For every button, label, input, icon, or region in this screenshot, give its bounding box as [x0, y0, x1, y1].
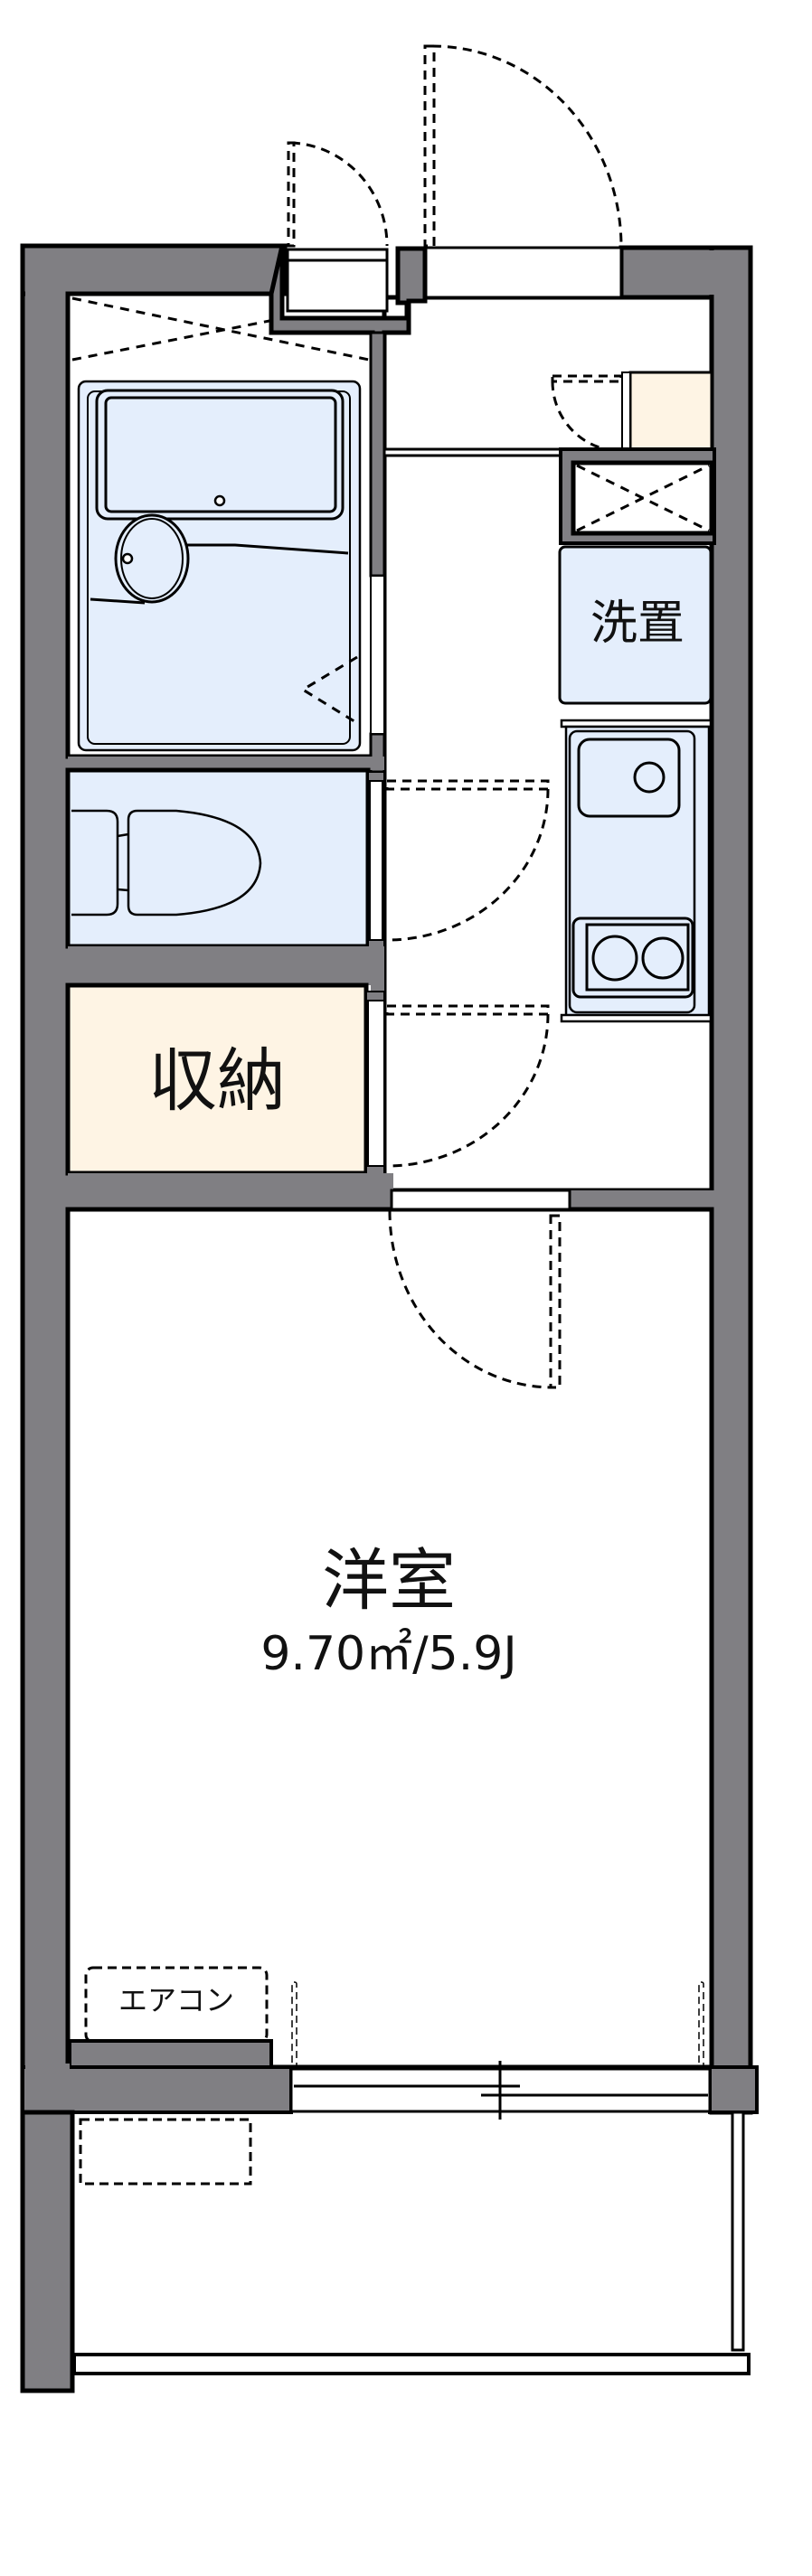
western-room-area: 9.70㎡/5.9J — [260, 1627, 517, 1681]
toilet-door-swing — [385, 779, 550, 942]
entrance-door-swing — [287, 44, 623, 248]
storage-door-swing — [385, 1004, 550, 1168]
washer-space-label: 洗置 — [590, 597, 685, 651]
western-room — [65, 1189, 714, 2080]
room-door-swing — [388, 1210, 562, 1389]
sink-icon — [577, 738, 681, 818]
washer-space — [558, 545, 713, 705]
pipe-shaft — [559, 447, 716, 545]
unit-bath-icon — [77, 380, 362, 752]
stove-icon — [571, 917, 694, 999]
balcony — [20, 2110, 751, 2393]
air-conditioner — [84, 1966, 269, 2044]
western-room-label: 洋室 — [322, 1542, 456, 1620]
window-wall — [21, 2061, 759, 2120]
storage-closet — [65, 982, 550, 1176]
bathroom — [65, 291, 386, 774]
air-conditioner-label: エアコン — [118, 1983, 234, 2017]
toilet-room — [65, 767, 550, 950]
toilet-icon — [71, 809, 262, 917]
outdoor-unit-space — [79, 2118, 252, 2186]
kitchen-counter — [560, 719, 713, 1023]
storage-label: 収納 — [148, 1040, 286, 1121]
sliding-window — [289, 2061, 712, 2120]
